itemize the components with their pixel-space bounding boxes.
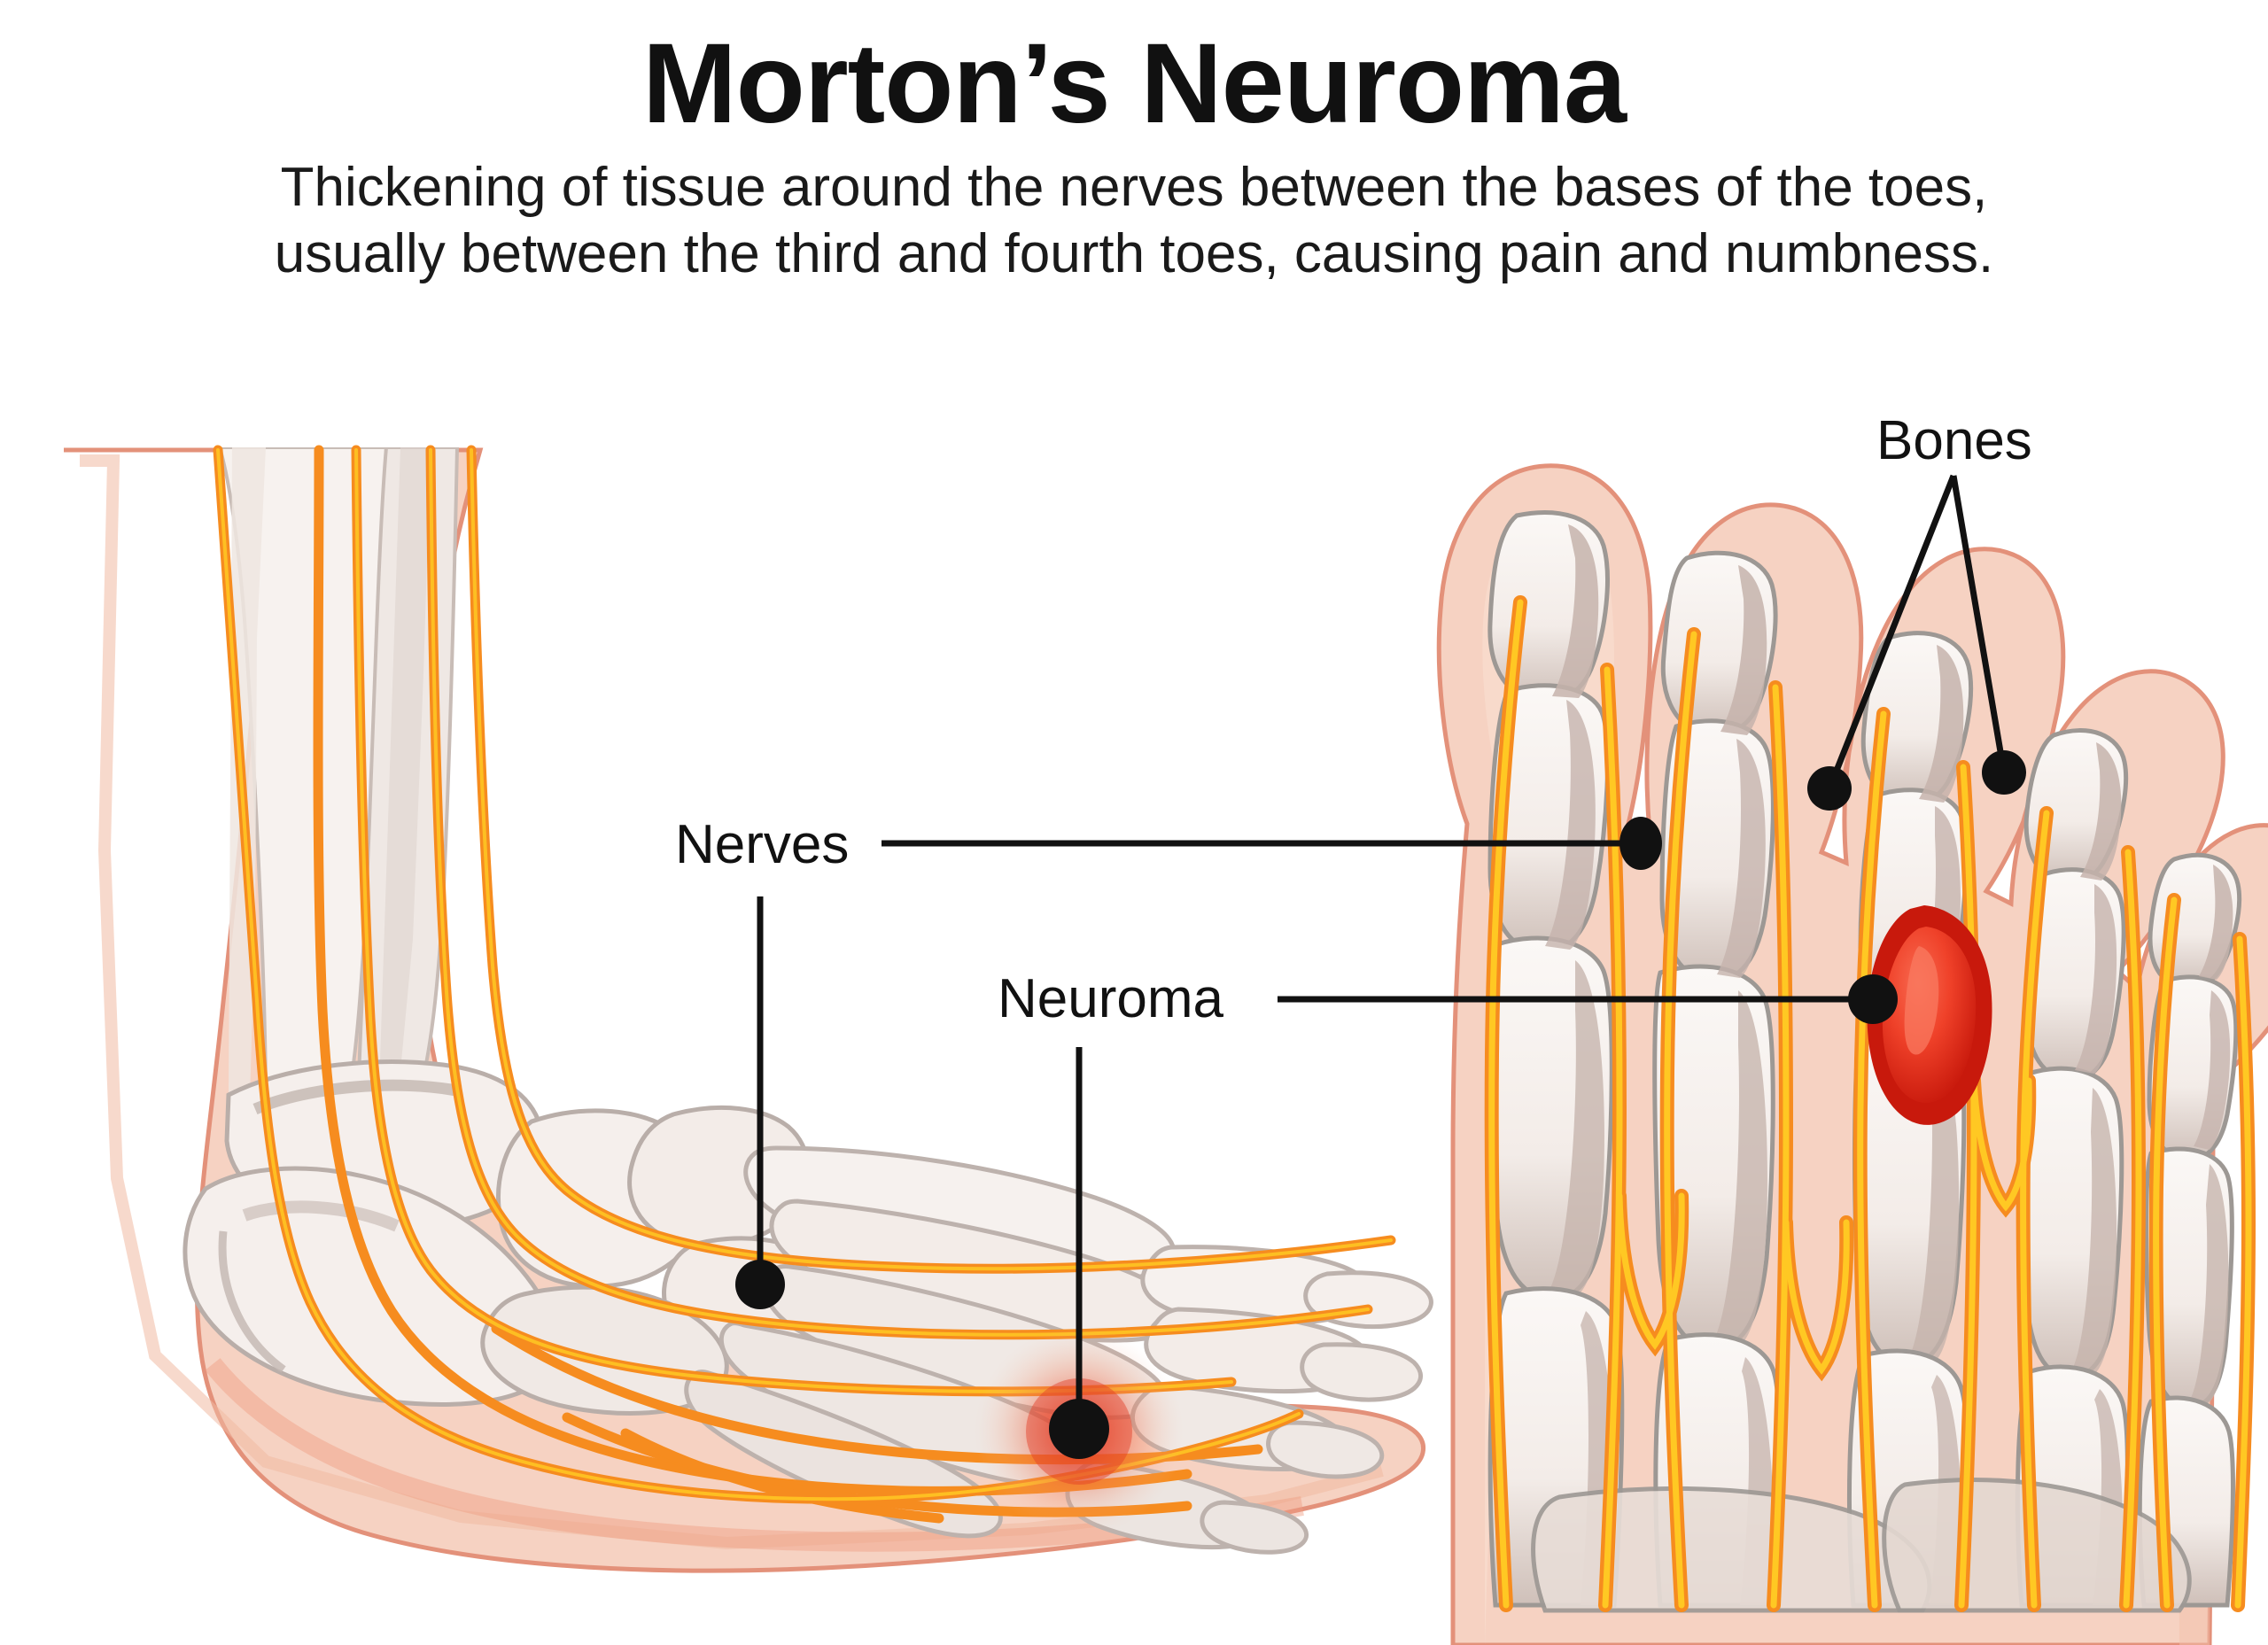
right-foot-neuroma-swelling — [1867, 905, 1992, 1125]
annotation-leaders — [757, 474, 2008, 1424]
bones-marker-dot-left — [1807, 766, 1852, 811]
right-foot-nerve-cores — [1488, 599, 2252, 1609]
right-foot-dorsal-figure — [1436, 463, 2268, 1645]
nerves-marker-dot-right-foot — [1619, 817, 1662, 870]
bones-marker-dot-right — [1982, 750, 2026, 795]
neuroma-marker-dot-left-foot — [1049, 1399, 1109, 1459]
label-bones: Bones — [1876, 410, 2032, 471]
annotation-marker-dots — [735, 750, 2026, 1459]
label-neuroma: Neuroma — [998, 968, 1223, 1029]
bones-leader-left — [1826, 474, 1957, 790]
page-title: Morton’s Neuroma — [642, 20, 1627, 147]
right-foot-toe1-bones — [1487, 510, 1614, 1301]
bones-leader-right — [1950, 475, 2008, 773]
page-subtitle-line-1: Thickening of tissue around the nerves b… — [280, 156, 1988, 218]
left-foot-leg-bones — [217, 447, 460, 1109]
header-block: Morton’s Neuroma Thickening of tissue ar… — [0, 0, 2268, 286]
nerves-marker-dot-left-foot — [735, 1260, 785, 1309]
neuroma-marker-dot-right-foot — [1848, 974, 1898, 1024]
label-nerves: Nerves — [675, 814, 850, 875]
page-subtitle-line-2: usually between the third and fourth toe… — [274, 222, 1994, 284]
left-foot-lateral-figure — [64, 445, 1433, 1573]
